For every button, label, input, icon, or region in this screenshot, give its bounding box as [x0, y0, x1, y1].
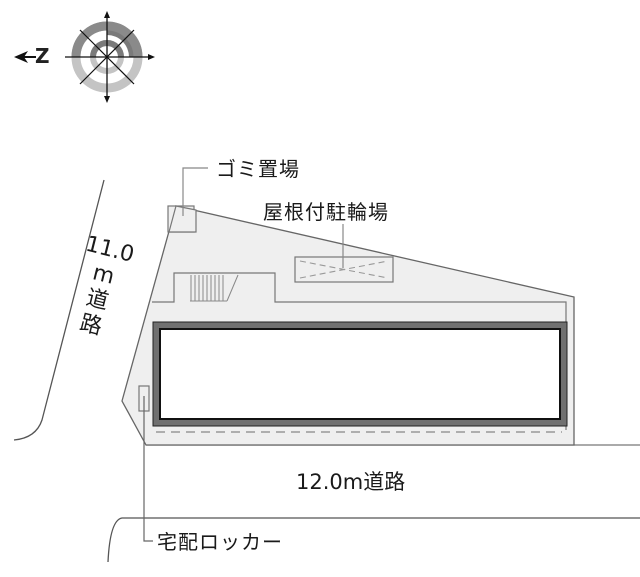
garbage-leader-line: [182, 167, 208, 216]
stairs-icon: [190, 274, 239, 302]
garbage-area-label: ゴミ置場: [216, 157, 300, 181]
bicycle-parking-label: 屋根付駐輪場: [263, 200, 389, 224]
building-outline: [152, 272, 567, 430]
bicycle-parking: [294, 256, 394, 283]
left-road-curb: [13, 179, 105, 441]
building: [152, 321, 568, 427]
north-label: Z: [35, 44, 50, 68]
bottom-road-label: 12.0m道路: [296, 470, 406, 494]
compass-rose-icon: [14, 11, 155, 103]
delivery-locker-label: 宅配ロッカー: [157, 530, 283, 554]
bottom-road-curb: [107, 517, 640, 563]
north-arrow-icon: [14, 51, 28, 63]
locker-leader-line: [143, 396, 153, 542]
